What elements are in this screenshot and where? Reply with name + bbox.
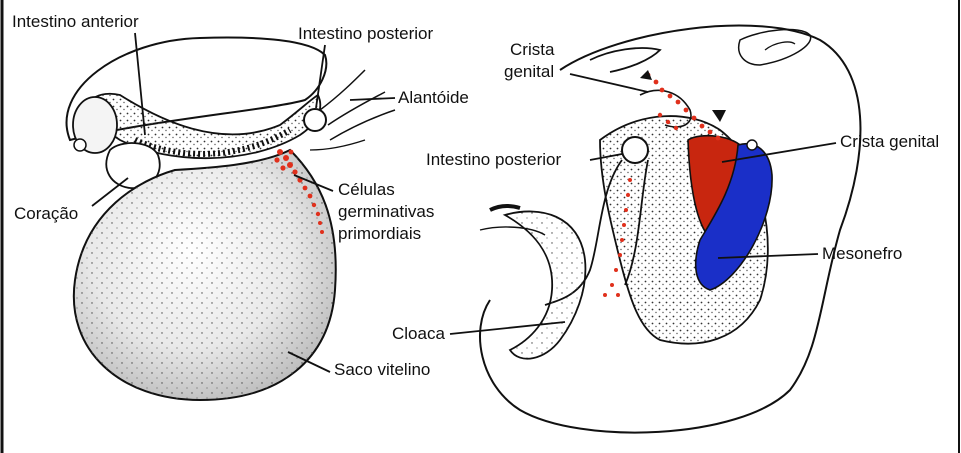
neural-tube-outline <box>739 30 811 65</box>
label-yolk-sac: Saco vitelino <box>334 360 430 380</box>
label-genital-ridge-top-line2: genital <box>504 62 554 82</box>
label-hindgut-left: Intestino posterior <box>298 24 433 44</box>
allantois-stump <box>490 206 520 210</box>
mesonephric-node <box>747 140 757 150</box>
label-allantois: Alantóide <box>398 88 469 108</box>
label-mesonephros: Mesonefro <box>822 244 902 264</box>
hindgut-loop-left <box>304 109 326 131</box>
label-cloaca: Cloaca <box>392 324 445 344</box>
label-genital-ridge-right: Crista genital <box>840 132 939 152</box>
allantois-strand-1 <box>320 70 365 110</box>
label-germ-cells-line1: Células <box>338 180 395 200</box>
allantois-strand-4 <box>310 140 365 150</box>
label-foregut: Intestino anterior <box>12 12 139 32</box>
hindgut-tube-right <box>622 137 648 163</box>
cloaca-shape <box>505 211 585 358</box>
label-heart: Coração <box>14 204 78 224</box>
neural-tube-lumen <box>765 42 795 50</box>
migration-arrowhead <box>712 110 726 122</box>
label-genital-ridge-top-line1: Crista <box>510 40 554 60</box>
allantois-strand-3 <box>330 110 395 140</box>
body-fold-top <box>590 48 660 72</box>
label-hindgut-right: Intestino posterior <box>426 150 561 170</box>
eye-vesicle <box>74 139 86 151</box>
leader-allantois <box>350 98 395 100</box>
right-embryo <box>480 26 860 433</box>
leader-genital-ridge-top <box>570 74 648 92</box>
label-germ-cells-line2: germinativas <box>338 202 434 222</box>
label-germ-cells-line3: primordiais <box>338 224 421 244</box>
yolk-sac-stipple <box>74 150 336 400</box>
